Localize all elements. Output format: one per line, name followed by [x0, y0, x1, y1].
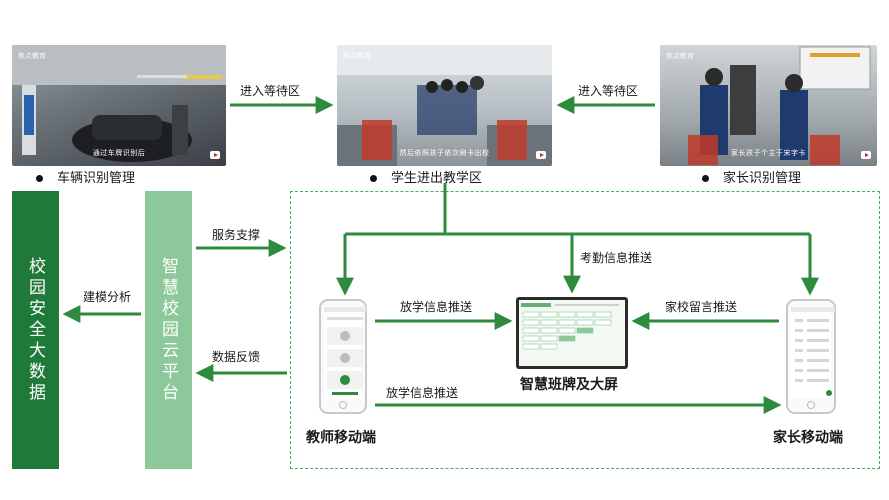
teacher-phone: [319, 299, 367, 414]
bar-campus-safety-bigdata: 校园安全大数据: [12, 191, 59, 469]
arrow-label-service-support: 服务支撑: [212, 228, 261, 242]
photo-vehicle-gate: 焦点教育 通过车牌识别后: [12, 45, 226, 166]
label-student-access: 学生进出教学区: [370, 167, 482, 186]
flow-label-dismissal-bottom: 放学信息推送: [386, 386, 459, 400]
flow-label-attendance: 考勤信息推送: [580, 251, 653, 265]
play-icon[interactable]: [861, 151, 871, 159]
label-vehicle-recognition: 车辆识别管理: [36, 167, 135, 186]
label-parent-recognition: 家长识别管理: [702, 167, 801, 186]
photo-parent-gate: 焦点教育 家长孩子个主于宋字卡: [660, 45, 877, 166]
arrow-label-enter-waiting-right: 进入等待区: [578, 84, 639, 98]
photo-student-turnstile: 焦点教育 然后依照孩子依次刷卡出校: [337, 45, 552, 166]
brand-watermark: 焦点教育: [666, 52, 694, 60]
bar-smart-campus-cloud: 智慧校园云平台: [145, 191, 192, 469]
flow-label-dismissal-top: 放学信息推送: [400, 300, 473, 314]
parking-garage-illustration: [12, 45, 226, 162]
title-smart-board: 智慧班牌及大屏: [520, 377, 618, 393]
brand-watermark: 焦点教育: [343, 52, 371, 60]
teacher-phone-screen: [324, 307, 366, 398]
home-button: [339, 401, 347, 409]
flow-label-home-school-message: 家校留言推送: [665, 300, 738, 314]
bullet-dot: [370, 175, 377, 182]
parent-phone-screen: [791, 307, 835, 398]
brand-watermark: 焦点教育: [18, 52, 46, 60]
bullet-dot: [36, 175, 43, 182]
teacher-app-ui: [324, 307, 366, 395]
photo-caption: 通过车牌识别后: [92, 149, 146, 157]
play-icon[interactable]: [210, 151, 220, 159]
title-parent-mobile: 家长移动端: [773, 430, 843, 446]
photo-caption: 然后依照孩子依次刷卡出校: [399, 149, 490, 157]
turnstile-illustration: [337, 45, 552, 166]
system-boundary: [290, 191, 880, 469]
smart-class-board: [516, 297, 628, 369]
board-ui: [521, 303, 619, 350]
arrow-label-enter-waiting-left: 进入等待区: [240, 84, 301, 98]
arrow-label-data-feedback: 数据反馈: [212, 350, 261, 364]
home-button: [807, 401, 815, 409]
parent-app-ui: [791, 307, 835, 396]
photo-caption: 家长孩子个主于宋字卡: [731, 149, 806, 157]
arrow-label-modeling: 建模分析: [83, 290, 132, 304]
board-screen: [519, 300, 625, 366]
parent-phone: [786, 299, 836, 414]
bullet-dot: [702, 175, 709, 182]
title-teacher-mobile: 教师移动端: [306, 430, 376, 446]
parent-gate-illustration: [688, 46, 871, 165]
play-icon[interactable]: [536, 151, 546, 159]
